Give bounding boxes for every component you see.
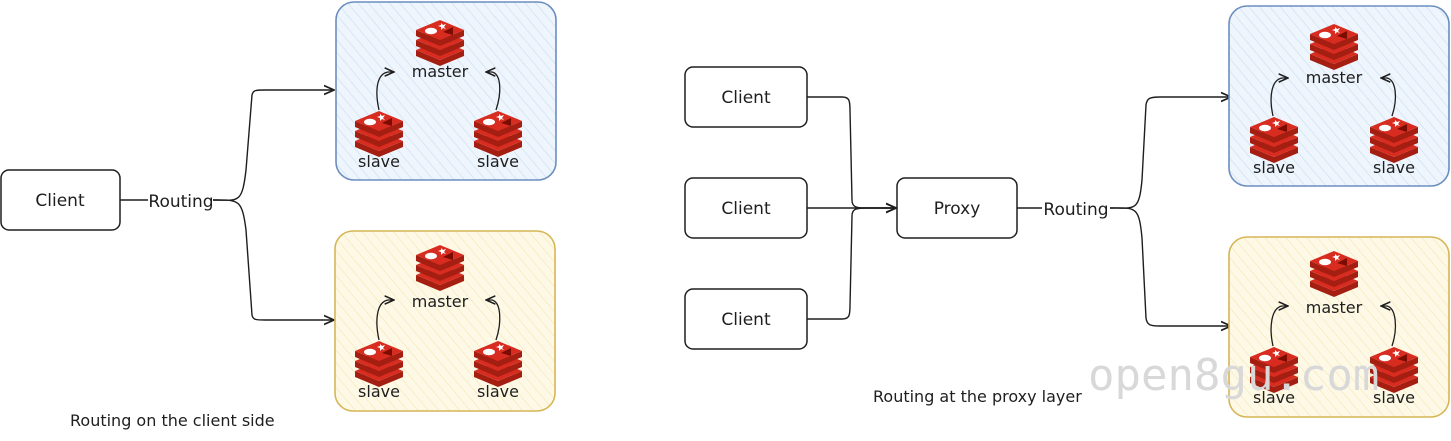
replication-arrow bbox=[376, 72, 394, 111]
slave-label: slave bbox=[1253, 158, 1295, 177]
redis-cluster-top: master slave slave bbox=[1228, 5, 1450, 187]
client-label: Client bbox=[35, 191, 85, 211]
routing-to-cluster-top-arrow bbox=[212, 90, 334, 201]
slave-label: slave bbox=[477, 382, 519, 401]
master-label: master bbox=[1306, 298, 1363, 317]
slave-label: slave bbox=[477, 152, 519, 171]
replication-arrow bbox=[1381, 306, 1397, 347]
master-label: master bbox=[412, 292, 469, 311]
slave-label: slave bbox=[1253, 388, 1295, 407]
right-diagram: Client Client Client Proxy Routing maste… bbox=[684, 5, 1450, 418]
routing-to-cluster-top-arrow bbox=[1109, 97, 1231, 209]
redis-cluster-top: master slave slave bbox=[335, 1, 557, 181]
replication-arrow bbox=[1381, 78, 1397, 117]
routing-to-cluster-bottom-arrow bbox=[1109, 207, 1231, 326]
client-to-proxy-arrow bbox=[807, 208, 896, 320]
replication-arrow bbox=[486, 300, 501, 341]
slave-label: slave bbox=[358, 152, 400, 171]
replication-arrow bbox=[376, 300, 394, 341]
master-label: master bbox=[1306, 68, 1363, 87]
routing-label: Routing bbox=[1043, 200, 1108, 220]
slave-label: slave bbox=[358, 382, 400, 401]
left-caption: Routing on the client side bbox=[70, 411, 275, 430]
proxy-label: Proxy bbox=[934, 199, 981, 219]
watermark-text: open8gu.com bbox=[1088, 350, 1379, 401]
slave-label: slave bbox=[1373, 388, 1415, 407]
replication-arrow bbox=[1270, 78, 1288, 117]
client-to-proxy-arrow bbox=[807, 96, 896, 208]
master-label: master bbox=[412, 62, 469, 81]
client-label: Client bbox=[721, 310, 771, 330]
routing-label: Routing bbox=[148, 192, 213, 212]
right-caption: Routing at the proxy layer bbox=[873, 387, 1082, 406]
replication-arrow bbox=[486, 72, 501, 111]
client-label: Client bbox=[721, 88, 771, 108]
client-label: Client bbox=[721, 199, 771, 219]
left-diagram: Client Routing master slave slave master… bbox=[0, 1, 557, 430]
redis-cluster-bottom: master slave slave bbox=[334, 230, 556, 412]
slave-label: slave bbox=[1373, 158, 1415, 177]
replication-arrow bbox=[1270, 306, 1288, 347]
routing-to-cluster-bottom-arrow bbox=[212, 199, 334, 320]
redis-cluster-bottom: master slave slave bbox=[1228, 236, 1450, 418]
